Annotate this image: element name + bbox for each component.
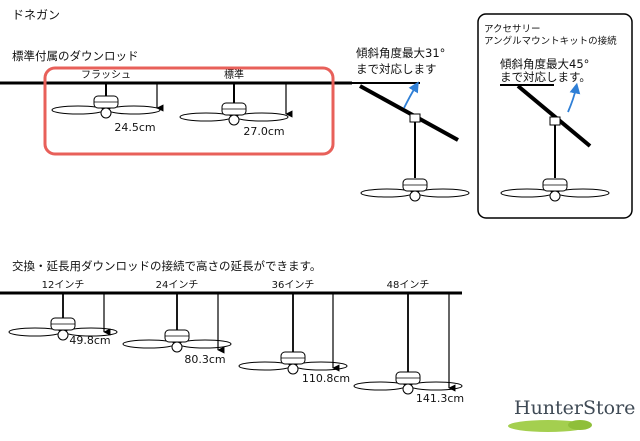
- accessory-fan: [500, 178, 610, 202]
- sloped-ceiling: [359, 84, 459, 142]
- slope-line2: まで対応します: [356, 62, 437, 76]
- flush-fan: [51, 95, 161, 119]
- hunterstore-logo: HunterStore: [508, 397, 635, 432]
- ext-height-48: 141.3cm: [416, 392, 464, 405]
- standard-heading: 標準付属のダウンロッド: [12, 49, 139, 63]
- accessory-title-line1: アクセサリー: [484, 24, 541, 35]
- flush-height: 24.5cm: [114, 121, 155, 134]
- page-title: ドネガン: [12, 8, 60, 22]
- accessory-angle-line1: 傾斜角度最大45°: [500, 57, 589, 71]
- flush-label: フラッシュ: [81, 69, 131, 81]
- angled-ceiling: [516, 84, 592, 148]
- ext-label-12: 12インチ: [42, 279, 85, 291]
- logo-text: HunterStore: [514, 397, 635, 419]
- ext-fan-36: [238, 351, 348, 375]
- accessory-angle-arrow: [567, 82, 581, 113]
- accessory-angle-line2: まで対応します。: [500, 70, 591, 84]
- slope-angle-arrow: [403, 81, 419, 109]
- ext-height-36: 110.8cm: [302, 372, 350, 385]
- standard-fan: [179, 102, 289, 126]
- ext-fan-48: [353, 371, 463, 395]
- ext-height-12: 49.8cm: [69, 334, 110, 347]
- extension-heading: 交換・延長用ダウンロッドの接続で高さの延長ができます。: [12, 259, 321, 273]
- standard-label: 標準: [224, 68, 244, 81]
- slope-line1: 傾斜角度最大31°: [356, 46, 445, 60]
- standard-highlight-box: [43, 66, 335, 156]
- sloped-fan: [360, 178, 470, 202]
- ext-fan-24: [122, 329, 232, 353]
- accessory-box: [477, 13, 633, 219]
- ext-label-48: 48インチ: [387, 279, 430, 291]
- ext-label-36: 36インチ: [272, 279, 315, 291]
- ext-label-24: 24インチ: [156, 279, 199, 291]
- standard-height: 27.0cm: [243, 125, 284, 138]
- ext-height-24: 80.3cm: [184, 353, 225, 366]
- accessory-title-line2: アングルマウントキットの接続: [484, 35, 617, 47]
